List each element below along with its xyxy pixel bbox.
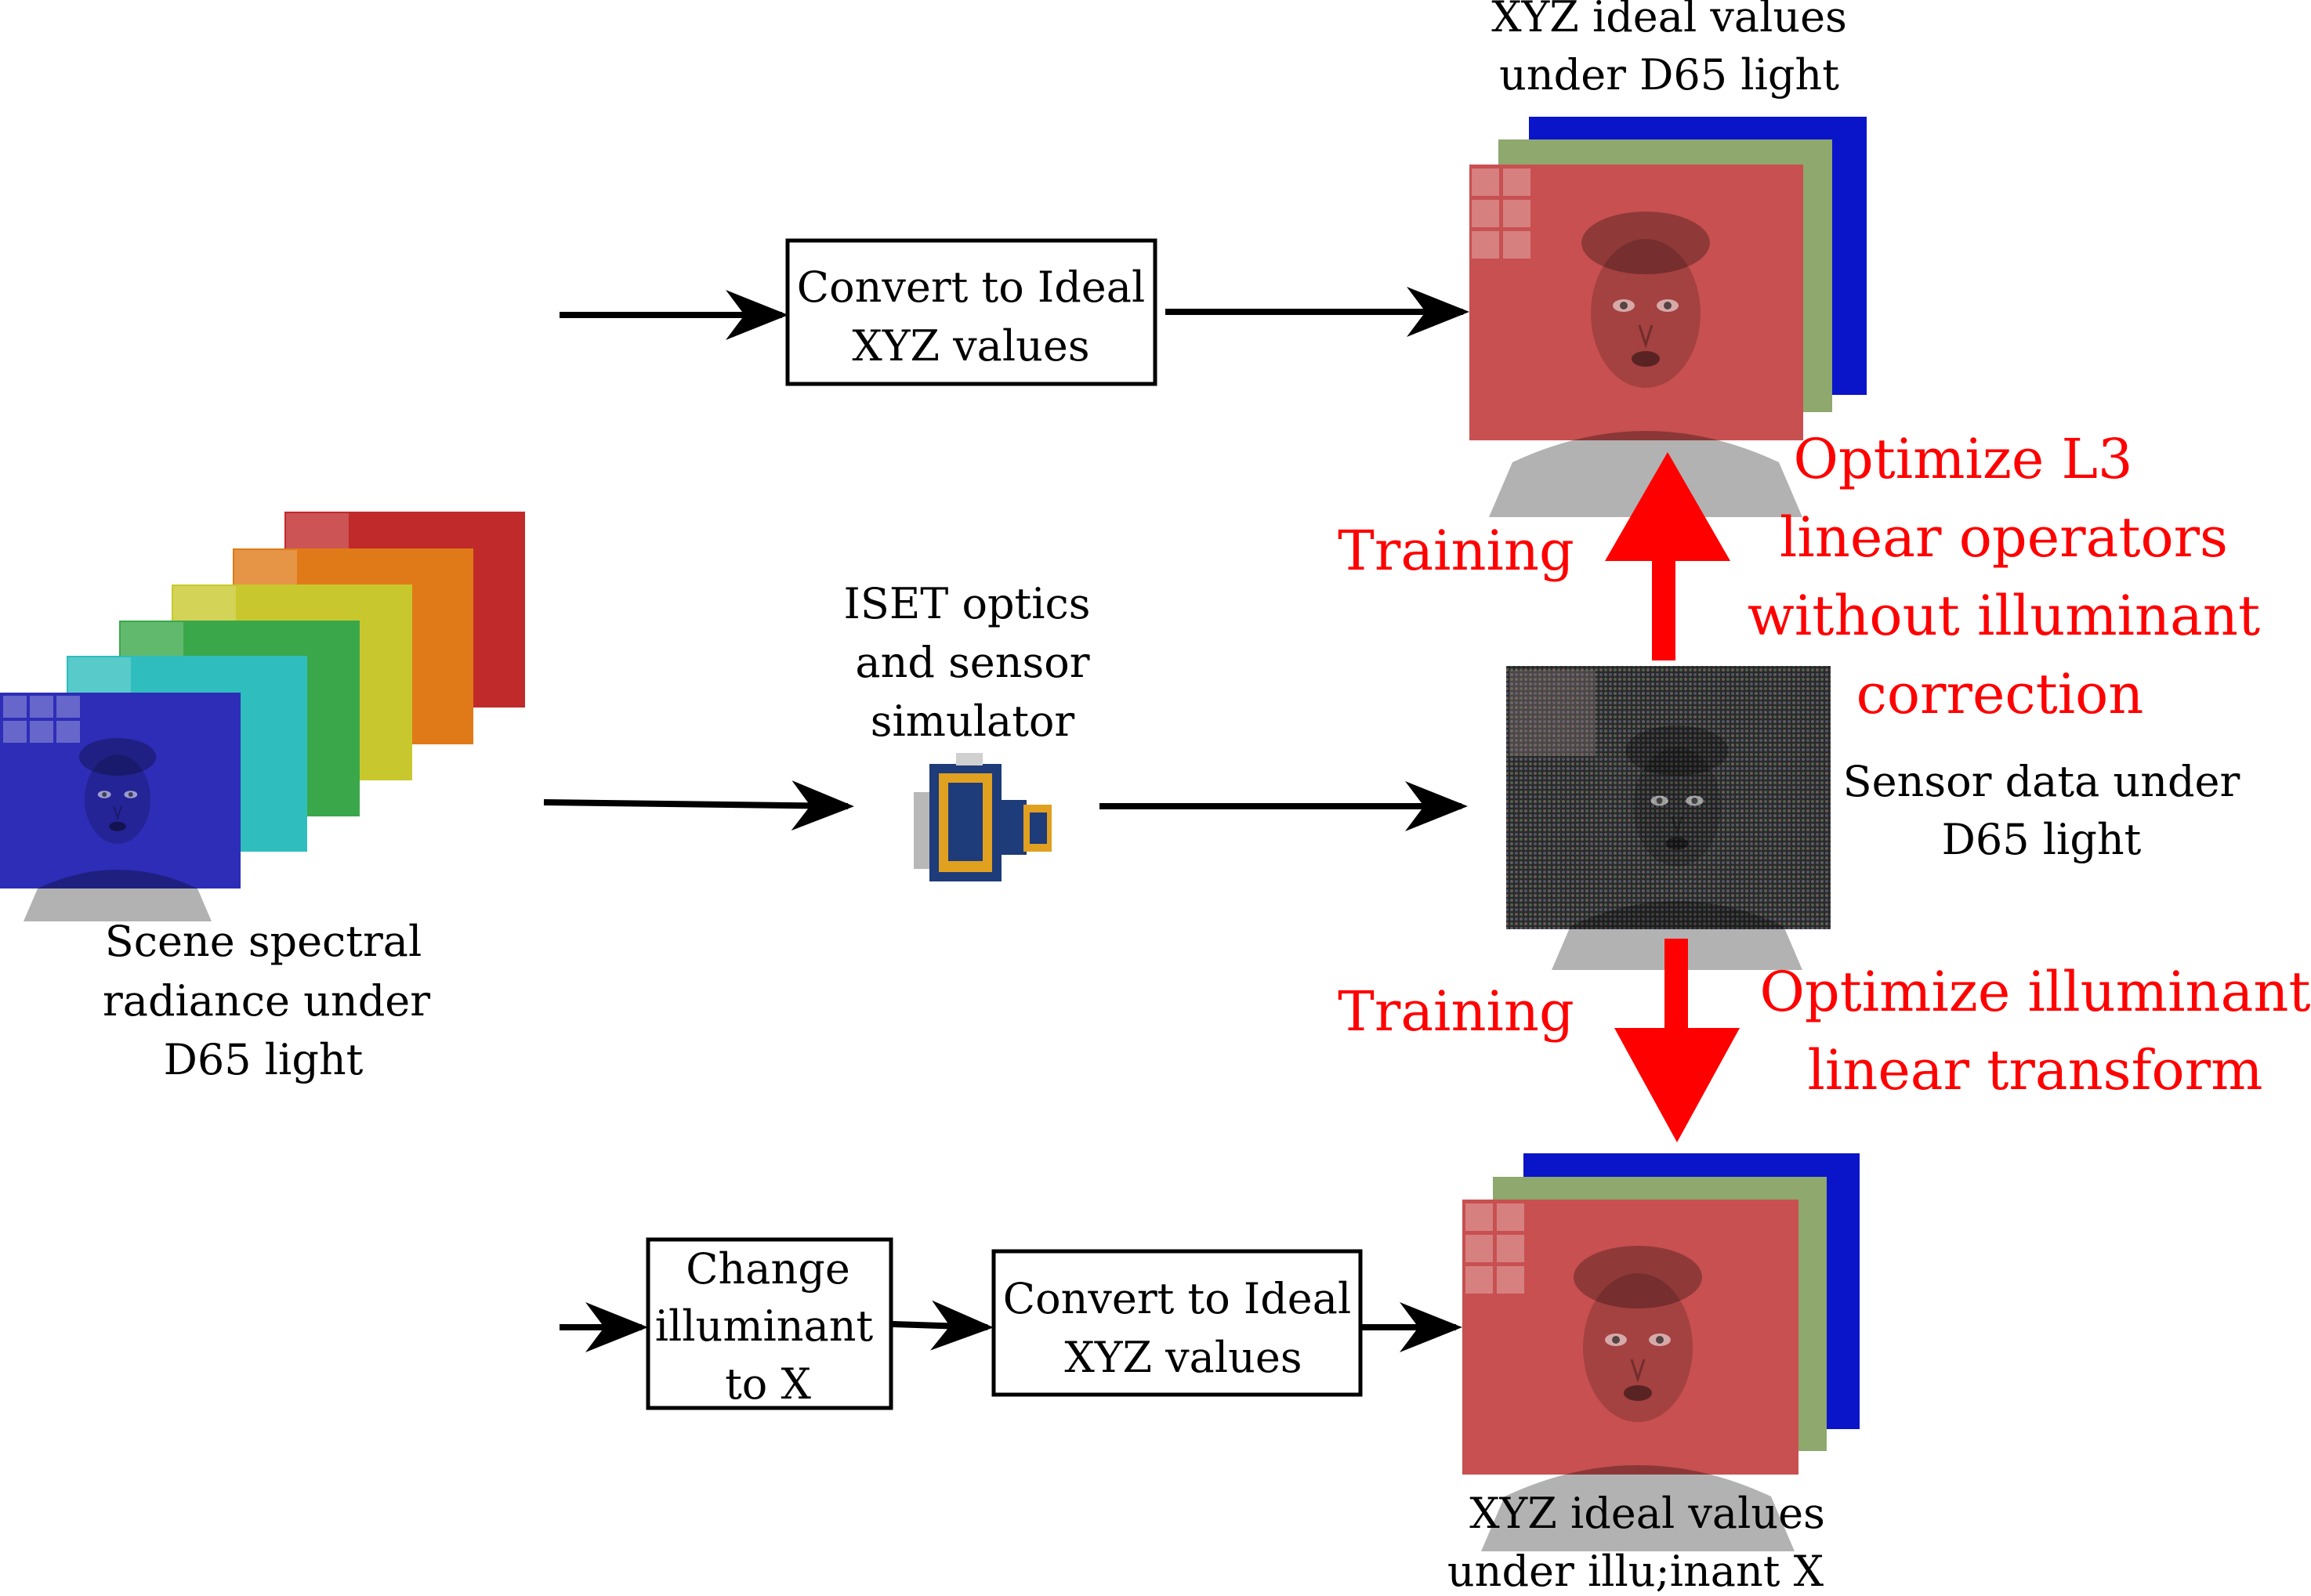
scene-caption-line3: D65 light: [164, 1035, 364, 1084]
training-down-note-line1: Optimize illuminant: [1759, 960, 2310, 1024]
iset-line3: simulator: [871, 697, 1075, 746]
iset-line2: and sensor: [855, 638, 1089, 687]
xyz-top-caption-line2: under D65 light: [1499, 50, 1839, 100]
convert-bottom-line1: Convert to Ideal: [1003, 1274, 1351, 1323]
sensor-caption-line2: D65 light: [1942, 815, 2142, 864]
convert-bottom-line2: XYZ values: [1064, 1333, 1302, 1382]
training-up-note-line4: correction: [1856, 662, 2144, 726]
training-down-arrow: [1614, 939, 1740, 1142]
sensor-caption-line1: Sensor data under: [1843, 757, 2240, 806]
camera-icon: [914, 753, 1052, 881]
change-illuminant-line2: illuminant: [655, 1301, 874, 1351]
training-up-arrow: [1605, 452, 1730, 660]
arrow-change-to-convert: [892, 1300, 994, 1351]
convert-top-line1: Convert to Ideal: [797, 262, 1145, 312]
change-illuminant-box: Change illuminant to X: [646, 1237, 893, 1410]
training-up-label: Training: [1338, 519, 1574, 583]
training-up-note-line2: linear operators: [1780, 505, 2228, 570]
xyz-top-layer-red: [1469, 165, 1804, 519]
training-up-note-line3: without illuminant: [1748, 584, 2260, 648]
convert-top-line2: XYZ values: [852, 321, 1089, 371]
xyz-bottom-layer-red: [1462, 1200, 1798, 1553]
training-down-label: Training: [1338, 979, 1574, 1044]
iset-simulator: ISET optics and sensor simulator: [844, 579, 1091, 881]
scene-layer-1: [0, 693, 241, 922]
xyz-bottom-caption-line1: XYZ ideal values: [1469, 1489, 1825, 1538]
convert-top-box: Convert to Ideal XYZ values: [785, 238, 1157, 386]
convert-bottom-box: Convert to Ideal XYZ values: [991, 1249, 1363, 1397]
xyz-bottom-image-stack: XYZ ideal values under illu;inant X: [1447, 1153, 1860, 1596]
iset-line1: ISET optics: [844, 579, 1091, 628]
training-up-note-line1: Optimize L3: [1793, 427, 2132, 491]
training-down-note-line2: linear transform: [1808, 1038, 2263, 1102]
change-illuminant-line3: to X: [725, 1359, 811, 1409]
scene-caption-line2: radiance under: [103, 976, 430, 1026]
xyz-bottom-caption-line2: under illu;inant X: [1447, 1547, 1824, 1596]
xyz-top-caption-line1: XYZ ideal values: [1491, 0, 1847, 42]
scene-image-stack: Scene spectral radiance under D65 light: [0, 512, 525, 1084]
scene-caption-line1: Scene spectral: [105, 917, 422, 966]
arrow-scene-to-iset: [543, 780, 854, 831]
sensor-image: Sensor data under D65 light: [1506, 666, 2240, 972]
xyz-top-image-stack: XYZ ideal values under D65 light: [1469, 0, 1867, 519]
change-illuminant-line1: Change: [686, 1244, 850, 1294]
